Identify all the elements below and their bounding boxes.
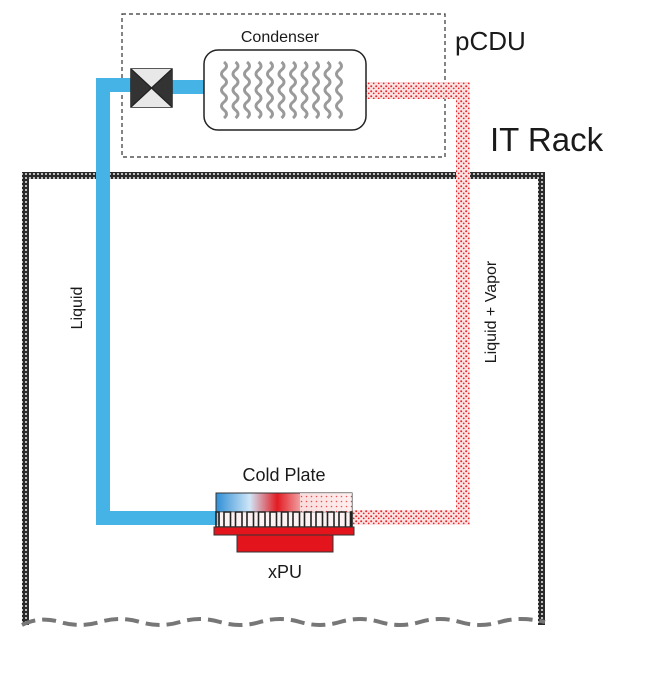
coil-line bbox=[266, 60, 274, 120]
coil-line bbox=[289, 60, 297, 120]
fin-base bbox=[216, 512, 352, 527]
vapor-return-line bbox=[350, 82, 470, 525]
cold-plate-fins bbox=[215, 511, 353, 528]
condenser-coils-icon bbox=[220, 60, 343, 120]
coil-line bbox=[300, 60, 309, 120]
liquid-label: Liquid bbox=[69, 287, 86, 330]
pcdu-label: pCDU bbox=[455, 26, 526, 56]
coil-line bbox=[335, 60, 343, 120]
coil-line bbox=[220, 60, 228, 120]
coil-line bbox=[254, 60, 263, 120]
coil-line bbox=[312, 60, 320, 120]
cold-plate-label: Cold Plate bbox=[242, 465, 325, 485]
liquid-supply-line bbox=[96, 78, 220, 525]
cold-plate bbox=[213, 492, 355, 536]
condenser bbox=[203, 49, 367, 131]
expansion-valve-icon bbox=[130, 68, 173, 108]
coil-line bbox=[323, 60, 332, 120]
liquid-vapor-label: Liquid + Vapor bbox=[483, 260, 500, 363]
coil-line bbox=[231, 60, 240, 120]
xpu-label: xPU bbox=[268, 562, 302, 582]
it-rack-frame bbox=[21, 172, 546, 627]
coil-line bbox=[243, 60, 251, 120]
xpu-chip bbox=[236, 534, 334, 553]
it-rack-label: IT Rack bbox=[490, 121, 604, 158]
condenser-label: Condenser bbox=[241, 29, 320, 46]
coil-line bbox=[277, 60, 286, 120]
